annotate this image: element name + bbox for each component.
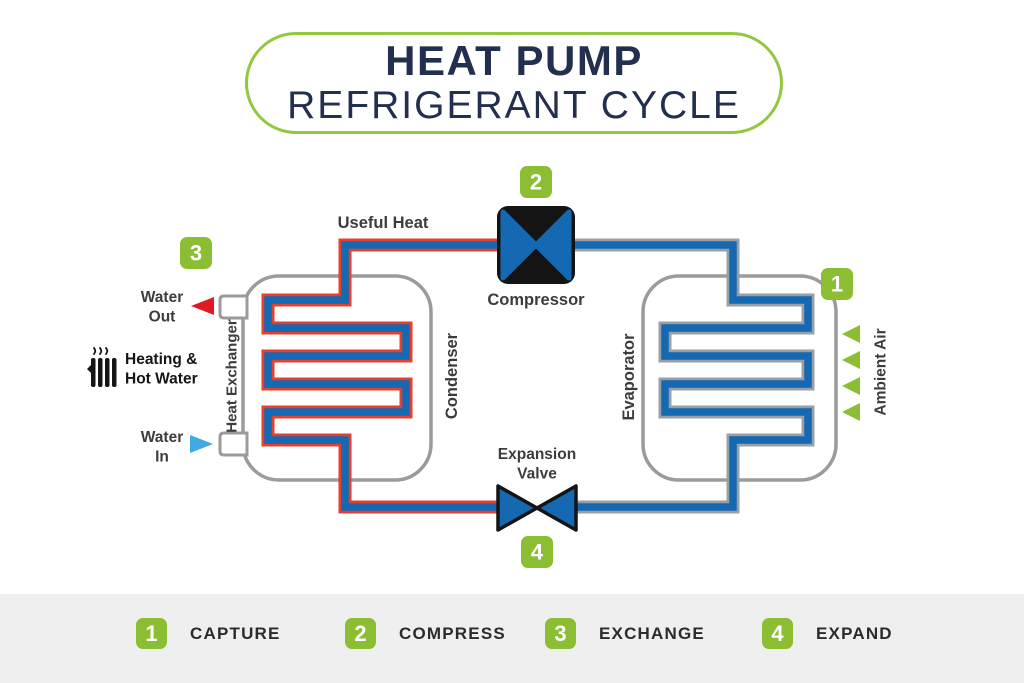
badge-3-box <box>180 237 212 269</box>
evaporator-label: Evaporator <box>620 333 638 421</box>
legend-item-compress: 2 COMPRESS <box>345 618 506 649</box>
ambient-air-arrow-icon <box>842 351 860 369</box>
ambient-air-arrow-icon <box>842 325 860 343</box>
water-in-stub <box>218 431 249 457</box>
legend-item-capture: 1 CAPTURE <box>136 618 281 649</box>
badge-4-number: 4 <box>531 540 544 565</box>
legend-badge-3: 3 <box>545 618 576 649</box>
legend-label-compress: COMPRESS <box>399 623 506 643</box>
step-badge-4: 4 <box>521 536 553 568</box>
compressor-left-rotor <box>500 209 539 281</box>
legend-item-expand: 4 EXPAND <box>762 618 893 649</box>
legend-bar: 1 CAPTURE 2 COMPRESS 3 EXCHANGE 4 EXPAND <box>0 594 1024 683</box>
title-pill: HEAT PUMP REFRIGERANT CYCLE <box>245 32 783 134</box>
useful-heat-label: Useful Heat <box>338 214 429 232</box>
legend-label-capture: CAPTURE <box>190 623 281 643</box>
heating-hot-water-label: Heating &Hot Water <box>125 351 198 387</box>
heat-exchanger-label: Heat Exchanger <box>224 319 241 433</box>
ambient-air-arrows <box>842 325 860 421</box>
legend-item-exchange: 3 EXCHANGE <box>545 618 705 649</box>
badge-1-box <box>821 268 853 300</box>
valve-left-triangle <box>496 484 539 532</box>
compressor-right-rotor <box>533 209 572 281</box>
legend-badge-2: 2 <box>345 618 376 649</box>
badge-1-number: 1 <box>831 272 843 297</box>
ambient-air-label: Ambient Air <box>873 328 890 415</box>
water-out-stub <box>218 294 249 320</box>
hot-pipe-core <box>264 241 500 511</box>
legend-badge-4: 4 <box>762 618 793 649</box>
legend-badge-1: 1 <box>136 618 167 649</box>
radiator-icon <box>87 347 117 387</box>
step-badge-3: 3 <box>180 237 212 269</box>
badge-2-box <box>520 166 552 198</box>
expansion-valve-symbol <box>496 484 578 532</box>
badge-2-number: 2 <box>530 170 542 195</box>
legend-label-exchange: EXCHANGE <box>599 623 705 643</box>
compressor-label: Compressor <box>487 291 585 309</box>
condenser-label: Condenser <box>443 332 461 419</box>
valve-right-triangle <box>535 484 578 532</box>
step-badge-1: 1 <box>821 268 853 300</box>
step-badge-2: 2 <box>520 166 552 198</box>
page-subtitle: REFRIGERANT CYCLE <box>287 84 741 127</box>
ambient-air-arrow-icon <box>842 403 860 421</box>
page-title: HEAT PUMP <box>385 37 643 84</box>
ambient-air-arrow-icon <box>842 377 860 395</box>
water-out-arrow-icon <box>191 297 214 315</box>
cold-pipe-core <box>573 241 812 511</box>
badge-4-box <box>521 536 553 568</box>
badge-3-number: 3 <box>190 241 202 266</box>
compressor-symbol <box>497 206 575 284</box>
water-in-arrow-icon <box>190 435 213 453</box>
legend-label-expand: EXPAND <box>816 623 893 643</box>
